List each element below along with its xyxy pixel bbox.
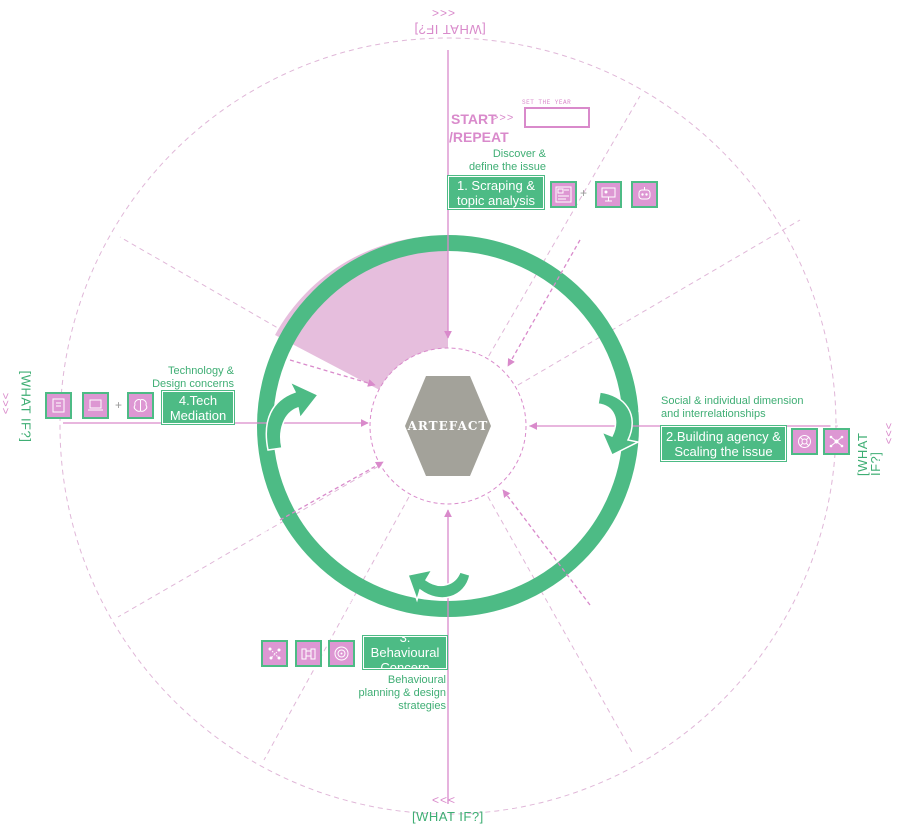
step4-box[interactable]: 4.Tech Mediation [161, 390, 235, 425]
bottom-what-if-arrows: <<< [432, 793, 457, 807]
top-what-if-label[interactable]: [WHAT IF?] [414, 22, 486, 37]
cycle-arrow-bottom [407, 568, 471, 603]
brain-icon[interactable] [127, 392, 154, 419]
laptop-icon[interactable] [82, 392, 109, 419]
bottom-what-if-label[interactable]: [WHAT IF?] [412, 809, 484, 824]
network-icon[interactable] [823, 428, 850, 455]
cycle-arrow-right [597, 391, 641, 457]
plus-sign-2: + [115, 398, 123, 412]
lifebuoy-icon[interactable] [791, 428, 818, 455]
artefact-hexagon [405, 376, 491, 476]
ring-label-technology: Role of technology [0, 0, 263, 390]
step4-caption: Technology & Design concerns [152, 365, 234, 390]
step1-caption: Discover & define the issue [468, 148, 546, 173]
step1-box[interactable]: 1. Scraping & topic analysis [447, 175, 545, 210]
artefact-label: ARTEFACT [407, 419, 489, 433]
ring-label-select: Select the challenge [495, 210, 571, 247]
forklift-icon[interactable] [295, 640, 322, 667]
plus-sign-1: + [580, 186, 588, 200]
robot-icon[interactable] [631, 181, 658, 208]
repeat-label: /REPEAT [449, 129, 509, 145]
presentation-icon[interactable] [595, 181, 622, 208]
set-year-label: SET THE YEAR [522, 99, 572, 106]
scrape-icon[interactable] [550, 181, 577, 208]
book-icon[interactable] [45, 392, 72, 419]
left-what-if-label[interactable]: [WHAT IF?] [18, 370, 34, 443]
step2-box[interactable]: 2.Building agency & Scaling the issue [660, 425, 787, 462]
connections-icon[interactable] [261, 640, 288, 667]
step3-caption: Behavioural planning & design strategies [358, 674, 446, 712]
cycle-arrow-left [265, 380, 320, 451]
year-input[interactable] [524, 107, 590, 128]
start-arrows: >>> [492, 112, 515, 124]
step3-box[interactable]: 3. Behavioural Concern [362, 630, 448, 675]
top-what-if-arrows: >>> [432, 6, 457, 20]
step2-caption: Social & individual dimension and interr… [661, 395, 804, 420]
right-what-if-arrows: >>> [882, 422, 895, 446]
left-what-if-arrows: >>> [0, 392, 12, 416]
start-label: START [451, 111, 497, 127]
right-what-if-label[interactable]: [WHAT IF?] [855, 432, 883, 476]
cycle-arrows [265, 380, 641, 603]
target-icon[interactable] [328, 640, 355, 667]
